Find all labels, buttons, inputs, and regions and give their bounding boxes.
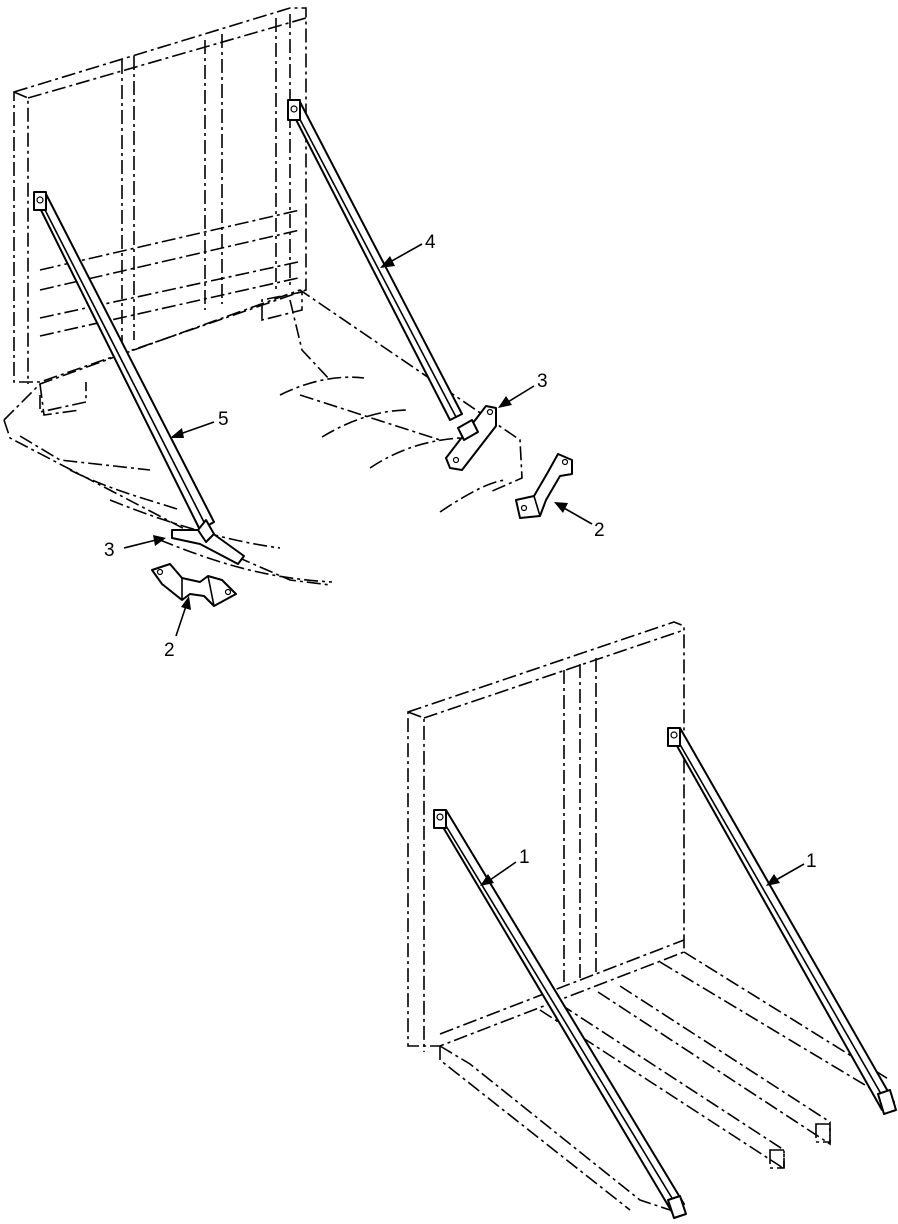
- callout-brace-4: 4: [380, 232, 436, 268]
- callout-label: 4: [425, 232, 436, 253]
- callout-label: 1: [519, 847, 530, 868]
- callout-label: 2: [164, 640, 175, 661]
- callout-label: 3: [104, 540, 115, 561]
- lower-assembly: [407, 621, 897, 1219]
- callout-plate-3-right: 3: [498, 371, 548, 408]
- callout-label: 3: [537, 371, 548, 392]
- callout-brace-1-right: 1: [766, 851, 817, 886]
- plate-3-left: [171, 519, 245, 565]
- callout-label: 1: [806, 851, 817, 872]
- brace-4: [287, 99, 463, 421]
- callout-plate-3-left: 3: [104, 535, 166, 561]
- brace-5: [33, 191, 215, 531]
- callout-brace-5: 5: [170, 409, 229, 438]
- bracket-2-left: [151, 563, 237, 607]
- bracket-2-right: [515, 453, 573, 519]
- lower-backrest-frame: [407, 621, 685, 1052]
- plate-3-right: [445, 405, 497, 471]
- callout-bracket-2-right: 2: [554, 502, 605, 541]
- brace-1-left: [433, 809, 687, 1219]
- upper-backrest-frame: [13, 7, 307, 384]
- callout-label: 2: [594, 520, 605, 541]
- callout-label: 5: [218, 409, 229, 430]
- brace-1-right: [667, 727, 897, 1115]
- upper-fork-tines: [3, 289, 523, 586]
- callout-bracket-2-left: 2: [164, 596, 191, 661]
- callout-brace-1-left: 1: [480, 847, 530, 886]
- upper-assembly: [3, 7, 573, 607]
